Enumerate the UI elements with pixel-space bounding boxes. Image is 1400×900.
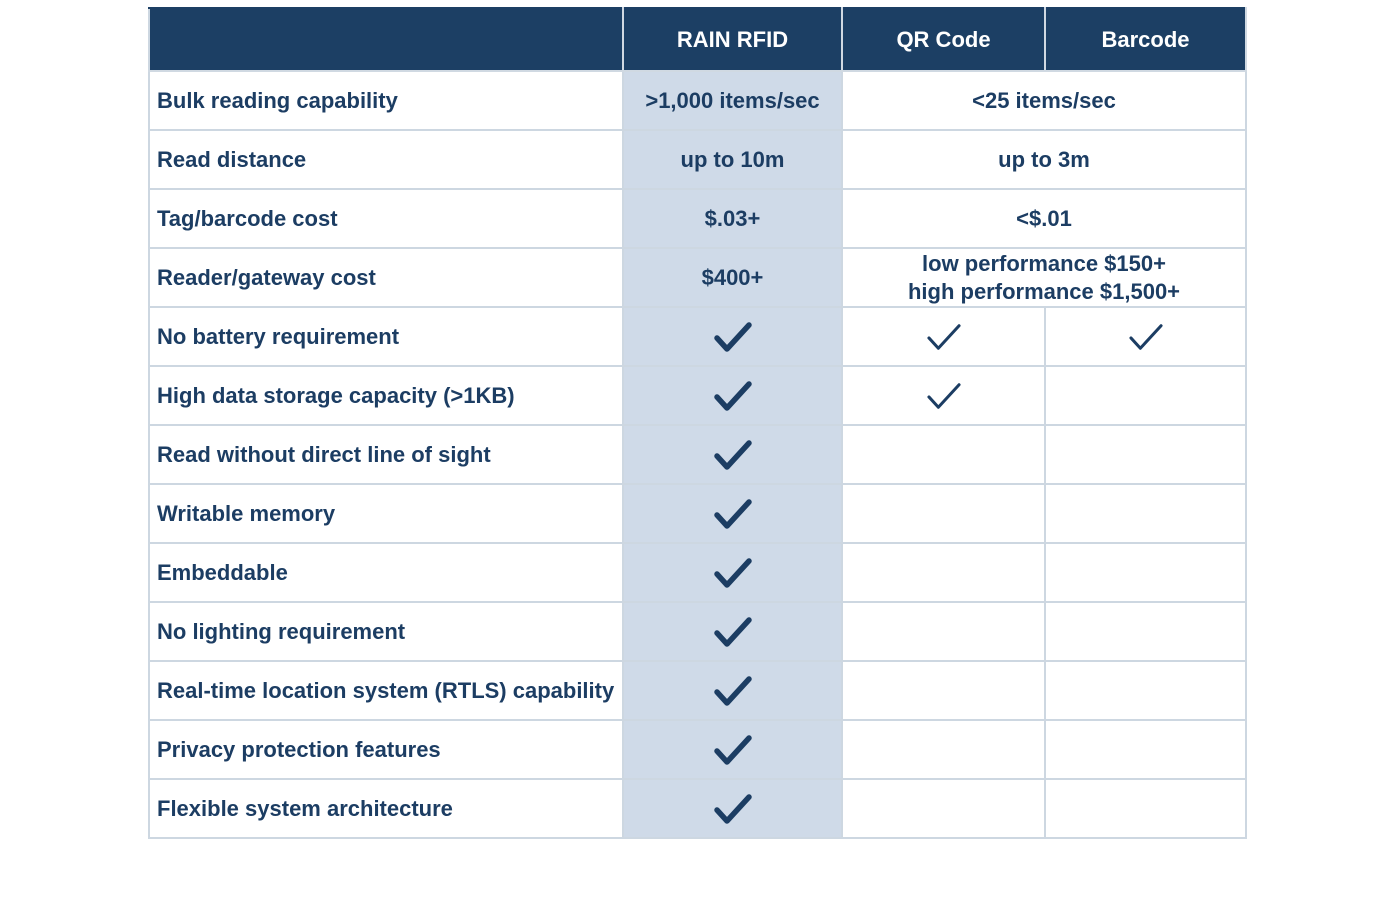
table-row: Real-time location system (RTLS) capabil… — [148, 660, 1247, 721]
header-blank — [148, 7, 624, 72]
rfid-cell — [622, 719, 843, 780]
rfid-cell — [622, 483, 843, 544]
feature-label: Embeddable — [148, 542, 624, 603]
qr-code-cell — [841, 306, 1046, 367]
table-row: High data storage capacity (>1KB) — [148, 365, 1247, 426]
rfid-cell — [622, 424, 843, 485]
checkmark-icon — [713, 615, 753, 649]
barcode-cell — [1044, 660, 1247, 721]
table-row: Writable memory — [148, 483, 1247, 544]
table-row: Reader/gateway cost$400+low performance … — [148, 247, 1247, 308]
rfid-cell — [622, 601, 843, 662]
rfid-value: >1,000 items/sec — [622, 70, 843, 131]
feature-label: No battery requirement — [148, 306, 624, 367]
qr-code-cell — [841, 719, 1046, 780]
barcode-cell — [1044, 601, 1247, 662]
table-row: Privacy protection features — [148, 719, 1247, 780]
table-row: Embeddable — [148, 542, 1247, 603]
feature-label: No lighting requirement — [148, 601, 624, 662]
barcode-cell — [1044, 778, 1247, 839]
feature-label: Read without direct line of sight — [148, 424, 624, 485]
shared-value: low performance $150+high performance $1… — [841, 247, 1247, 308]
header-qr-code: QR Code — [841, 7, 1046, 72]
checkmark-icon — [713, 438, 753, 472]
barcode-cell — [1044, 365, 1247, 426]
feature-label: Reader/gateway cost — [148, 247, 624, 308]
qr-code-cell — [841, 424, 1046, 485]
rfid-value: $.03+ — [622, 188, 843, 249]
rfid-cell — [622, 306, 843, 367]
feature-label: Bulk reading capability — [148, 70, 624, 131]
rfid-cell — [622, 778, 843, 839]
table-row: Flexible system architecture — [148, 778, 1247, 839]
header-row: RAIN RFID QR Code Barcode — [148, 7, 1247, 72]
qr-code-cell — [841, 483, 1046, 544]
comparison-table: RAIN RFID QR Code Barcode Bulk reading c… — [148, 7, 1247, 839]
shared-value-line: high performance $1,500+ — [907, 278, 1181, 304]
rfid-value: $400+ — [622, 247, 843, 308]
qr-code-cell — [841, 542, 1046, 603]
feature-label: Real-time location system (RTLS) capabil… — [148, 660, 624, 721]
checkmark-icon — [713, 556, 753, 590]
checkmark-icon — [713, 379, 753, 413]
checkmark-icon — [713, 733, 753, 767]
feature-label: High data storage capacity (>1KB) — [148, 365, 624, 426]
qr-code-cell — [841, 660, 1046, 721]
header-rain-rfid: RAIN RFID — [622, 7, 843, 72]
feature-label: Privacy protection features — [148, 719, 624, 780]
feature-label: Writable memory — [148, 483, 624, 544]
table-row: Tag/barcode cost$.03+<$.01 — [148, 188, 1247, 249]
checkmark-icon — [713, 497, 753, 531]
table-row: Bulk reading capability>1,000 items/sec<… — [148, 70, 1247, 131]
feature-label: Read distance — [148, 129, 624, 190]
shared-value: <$.01 — [841, 188, 1247, 249]
comparison-table-container: RAIN RFID QR Code Barcode Bulk reading c… — [148, 7, 1247, 839]
checkmark-icon — [925, 380, 963, 412]
checkmark-icon — [925, 321, 963, 353]
qr-code-cell — [841, 365, 1046, 426]
checkmark-icon — [713, 320, 753, 354]
barcode-cell — [1044, 719, 1247, 780]
qr-code-cell — [841, 778, 1046, 839]
shared-value: up to 3m — [841, 129, 1247, 190]
barcode-cell — [1044, 306, 1247, 367]
feature-label: Tag/barcode cost — [148, 188, 624, 249]
table-body: Bulk reading capability>1,000 items/sec<… — [148, 70, 1247, 839]
qr-code-cell — [841, 601, 1046, 662]
checkmark-icon — [1127, 321, 1165, 353]
table-row: No lighting requirement — [148, 601, 1247, 662]
rfid-cell — [622, 542, 843, 603]
header-barcode: Barcode — [1044, 7, 1247, 72]
rfid-value: up to 10m — [622, 129, 843, 190]
barcode-cell — [1044, 424, 1247, 485]
shared-value: <25 items/sec — [841, 70, 1247, 131]
checkmark-icon — [713, 792, 753, 826]
table-row: No battery requirement — [148, 306, 1247, 367]
barcode-cell — [1044, 542, 1247, 603]
table-row: Read without direct line of sight — [148, 424, 1247, 485]
checkmark-icon — [713, 674, 753, 708]
feature-label: Flexible system architecture — [148, 778, 624, 839]
rfid-cell — [622, 365, 843, 426]
shared-value-line: low performance $150+ — [922, 250, 1166, 276]
barcode-cell — [1044, 483, 1247, 544]
rfid-cell — [622, 660, 843, 721]
